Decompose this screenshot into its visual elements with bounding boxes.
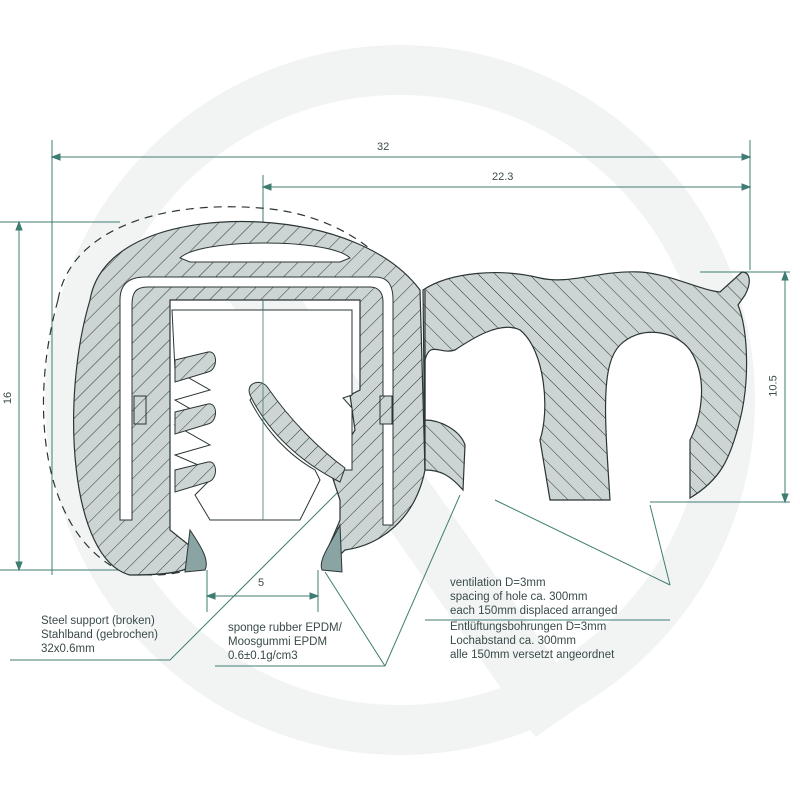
sponge-lip-right xyxy=(320,523,343,573)
dashed-compression-contour xyxy=(57,206,396,301)
sealing-lip xyxy=(248,381,346,483)
annotation-ventilation-de: Entlüftungsbohrungen D=3mm Lochabstand c… xyxy=(450,621,615,661)
annotation-steel-support: Steel support (broken) Stahlband (gebroc… xyxy=(41,615,158,655)
annotation-sponge-rubber: sponge rubber EPDM/ Moosgummi EPDM 0.6±0… xyxy=(228,622,342,662)
gripping-fins xyxy=(174,351,346,493)
dimension-total-height: 16 xyxy=(2,391,15,405)
annotation-ventilation-en: ventilation D=3mm spacing of hole ca. 30… xyxy=(450,577,618,617)
steel-support-band xyxy=(119,276,394,526)
dimension-bulb-height: 10.5 xyxy=(767,375,780,397)
sponge-lip-left xyxy=(184,528,207,573)
dimension-opening-width: 5 xyxy=(258,577,265,589)
dimension-total-width: 32 xyxy=(377,141,390,153)
bulb-seal xyxy=(422,271,750,501)
dimension-bulb-width: 22.3 xyxy=(492,171,514,183)
